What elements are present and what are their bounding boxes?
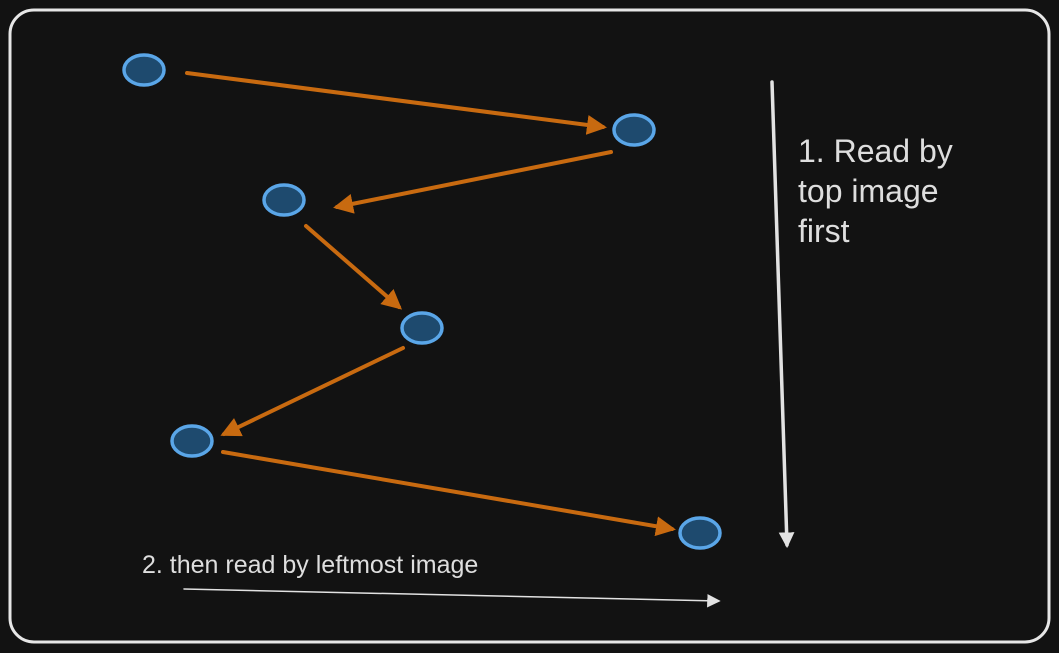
flow-arrow-3-to-4 (304, 224, 403, 310)
image-node-5 (170, 424, 214, 458)
top-first-arrow (770, 80, 795, 549)
flow-edges (185, 71, 676, 537)
image-node-1 (122, 53, 166, 87)
leftmost-next-label: 2. then read by leftmost image (142, 551, 478, 579)
top-first-label: 1. Read by top image first (798, 133, 962, 249)
image-node-2 (612, 113, 656, 147)
flow-arrow-2-to-3 (333, 150, 613, 214)
image-node-6 (678, 516, 722, 550)
diagram-frame (8, 8, 1051, 644)
flow-arrow-4-to-5 (220, 346, 405, 437)
leftmost-next-arrow (183, 588, 721, 608)
flow-arrow-5-to-6 (221, 450, 676, 537)
top-first-label-line-3: first (798, 213, 850, 249)
image-nodes (122, 53, 722, 550)
image-node-3 (262, 183, 306, 217)
top-first-label-line-1: 1. Read by (798, 133, 953, 169)
flow-arrow-1-to-2 (185, 71, 607, 135)
top-first-label-line-2: top image (798, 173, 939, 209)
image-node-4 (400, 311, 444, 345)
